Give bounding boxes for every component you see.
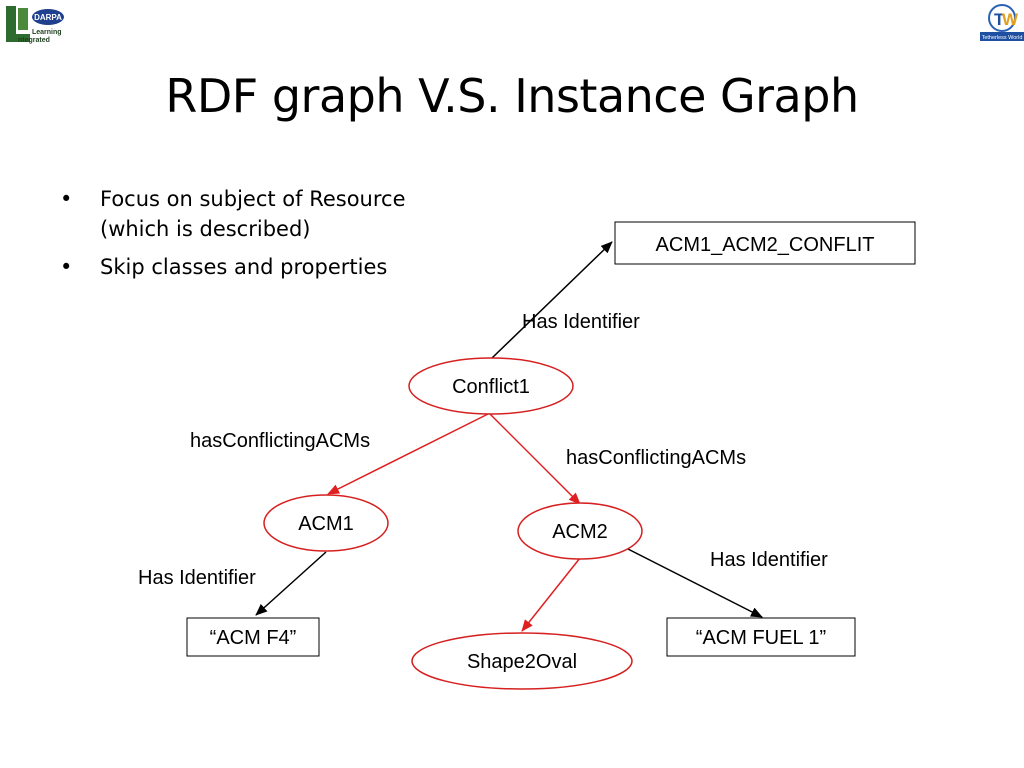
edge-label-has-conflicting-right: hasConflictingACMs xyxy=(566,447,746,469)
node-acm-f4: “ACM F4” xyxy=(186,617,320,657)
edge-conflict1-to-acm1 xyxy=(327,413,489,495)
edge-label-has-identifier-left: Has Identifier xyxy=(138,567,256,589)
bullet-dot: • xyxy=(60,187,73,211)
edge-conflict1-to-acm2 xyxy=(489,413,581,505)
bullet-list: • Focus on subject of Resource (which is… xyxy=(60,184,460,290)
node-label: Conflict1 xyxy=(452,376,530,398)
node-acm-fuel1: “ACM FUEL 1” xyxy=(666,617,856,657)
node-label: ACM2 xyxy=(552,521,608,543)
node-label: Shape2Oval xyxy=(467,651,577,673)
edge-label-has-conflicting-left: hasConflictingACMs xyxy=(190,430,370,452)
slide-title: RDF graph V.S. Instance Graph xyxy=(165,69,859,123)
bullet-item: • Skip classes and properties xyxy=(60,252,460,282)
edge-label-has-identifier-top: Has Identifier xyxy=(522,311,640,333)
edge-acm2-to-shape2oval xyxy=(521,557,581,632)
edge-acm2-to-acm-fuel1 xyxy=(625,547,763,618)
node-shape2oval: Shape2Oval xyxy=(411,632,633,690)
bullet-text-line: Skip classes and properties xyxy=(100,255,388,279)
node-acm1-acm2-conflit: ACM1_ACM2_CONFLIT xyxy=(614,221,916,265)
bullet-text-line: (which is described) xyxy=(100,217,311,241)
edge-label-has-identifier-right: Has Identifier xyxy=(710,549,828,571)
logo-integrated-text: ntegrated xyxy=(18,37,50,44)
logo-learning-text: Learning xyxy=(32,29,62,36)
svg-text:T: T xyxy=(994,10,1005,29)
node-label: ACM1 xyxy=(298,513,354,535)
node-acm2: ACM2 xyxy=(517,502,643,560)
node-label: “ACM F4” xyxy=(210,627,297,649)
darpa-integrated-learning-logo: DARPA Learning ntegrated xyxy=(6,6,64,44)
node-conflict1: Conflict1 xyxy=(408,357,574,415)
edge-acm1-to-acm-f4 xyxy=(255,551,327,616)
bullet-dot: • xyxy=(60,255,73,279)
logo-darpa-text: DARPA xyxy=(34,13,62,22)
edge-conflict1-to-identifier xyxy=(491,241,613,359)
tetherless-world-logo: T W Tetherless World xyxy=(980,4,1024,41)
node-label: ACM1_ACM2_CONFLIT xyxy=(656,234,875,256)
svg-text:W: W xyxy=(1002,10,1019,29)
bullet-item: • Focus on subject of Resource (which is… xyxy=(60,184,460,244)
bullet-text-line: Focus on subject of Resource xyxy=(100,187,406,211)
node-label: “ACM FUEL 1” xyxy=(696,627,826,649)
logo-caption: Tetherless World xyxy=(982,35,1023,41)
node-acm1: ACM1 xyxy=(263,494,389,552)
